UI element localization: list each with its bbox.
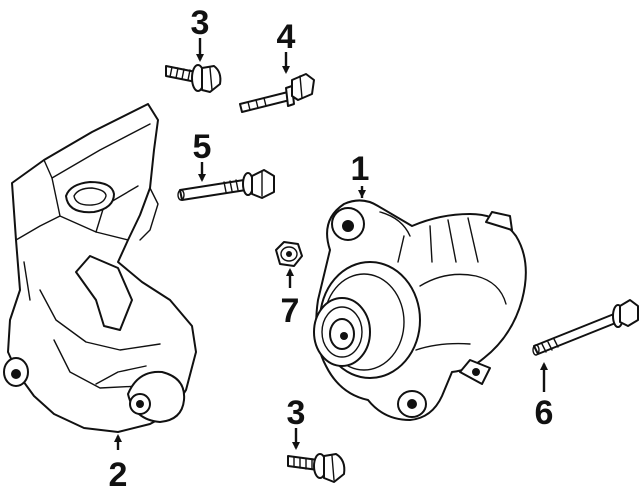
callout-4: 4 bbox=[277, 18, 296, 56]
callout-5: 5 bbox=[193, 128, 212, 166]
nut bbox=[275, 241, 303, 267]
callout-7: 7 bbox=[281, 292, 300, 330]
flange-bolt-top bbox=[165, 64, 222, 93]
stud bbox=[239, 73, 315, 113]
alternator bbox=[313, 199, 527, 421]
callout-3-top: 3 bbox=[191, 4, 210, 42]
callout-leaders bbox=[114, 38, 548, 450]
callout-6: 6 bbox=[535, 394, 554, 432]
callout-labels: 1 2 3 3 4 5 6 7 bbox=[109, 4, 554, 494]
mounting-bracket bbox=[3, 103, 197, 433]
long-bolt-upper bbox=[177, 169, 275, 201]
callout-1: 1 bbox=[351, 150, 370, 188]
flange-bolt-bottom bbox=[287, 453, 346, 483]
callout-2: 2 bbox=[109, 456, 128, 494]
long-bolt-right bbox=[532, 299, 639, 356]
callout-3-bottom: 3 bbox=[287, 394, 306, 432]
